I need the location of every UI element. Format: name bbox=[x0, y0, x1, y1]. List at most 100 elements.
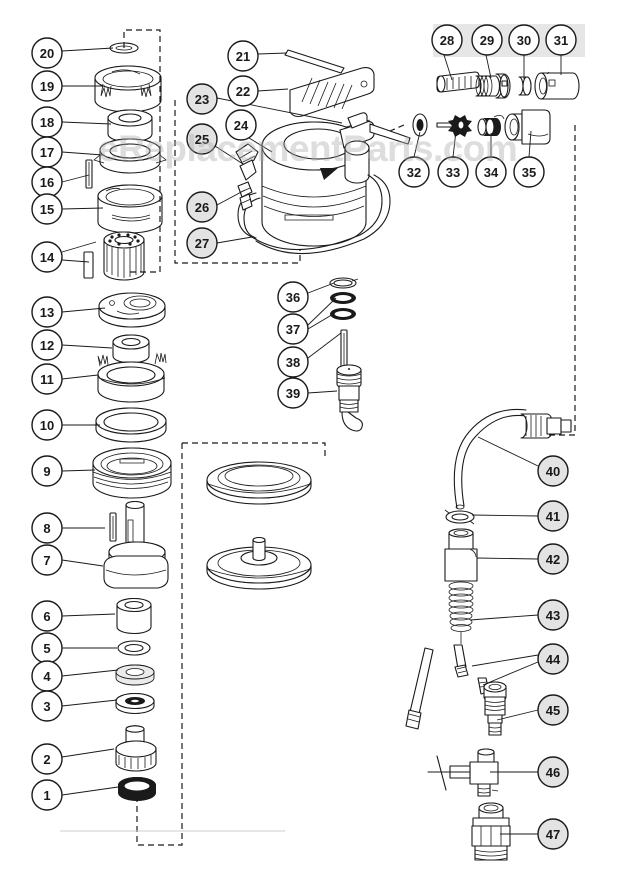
leader-line-21 bbox=[257, 52, 288, 55]
callout-circle-34[interactable] bbox=[475, 156, 507, 188]
leader-lines-layer bbox=[61, 47, 562, 835]
callout-38[interactable]: 38 bbox=[277, 346, 309, 378]
callout-10[interactable]: 10 bbox=[31, 409, 63, 441]
leader-line-42 bbox=[476, 557, 539, 560]
callout-circle-23[interactable] bbox=[186, 83, 218, 115]
callout-circle-46[interactable] bbox=[537, 756, 569, 788]
callout-circle-33[interactable] bbox=[437, 156, 469, 188]
dashed-group-center bbox=[174, 100, 301, 264]
part-art-17 bbox=[93, 138, 167, 174]
callout-43[interactable]: 43 bbox=[537, 599, 569, 631]
callout-35[interactable]: 35 bbox=[513, 156, 545, 188]
callout-31[interactable]: 31 bbox=[545, 24, 577, 56]
callout-5[interactable]: 5 bbox=[31, 632, 63, 664]
callout-30[interactable]: 30 bbox=[508, 24, 540, 56]
callout-46[interactable]: 46 bbox=[537, 756, 569, 788]
callout-circle-45[interactable] bbox=[537, 694, 569, 726]
callout-29[interactable]: 29 bbox=[471, 24, 503, 56]
callout-42[interactable]: 42 bbox=[537, 543, 569, 575]
callout-24[interactable]: 24 bbox=[225, 109, 257, 141]
callout-14[interactable]: 14 bbox=[31, 241, 63, 273]
callout-circle-38[interactable] bbox=[277, 346, 309, 378]
callout-circle-30[interactable] bbox=[508, 24, 540, 56]
part-art-6 bbox=[116, 597, 152, 635]
callout-circle-42[interactable] bbox=[537, 543, 569, 575]
callout-circle-12[interactable] bbox=[31, 329, 63, 361]
callout-circle-27[interactable] bbox=[186, 227, 218, 259]
callout-25[interactable]: 25 bbox=[186, 123, 218, 155]
callout-circle-1[interactable] bbox=[31, 779, 63, 811]
callout-12[interactable]: 12 bbox=[31, 329, 63, 361]
part-art-38 bbox=[340, 329, 348, 369]
callout-circle-3[interactable] bbox=[31, 690, 63, 722]
callout-circle-7[interactable] bbox=[31, 544, 63, 576]
callout-bubbles-layer[interactable]: 2019181716151413121110987654321212223242… bbox=[31, 24, 577, 850]
callout-circle-41[interactable] bbox=[537, 500, 569, 532]
callout-circle-44[interactable] bbox=[537, 643, 569, 675]
callout-circle-6[interactable] bbox=[31, 600, 63, 632]
callout-3[interactable]: 3 bbox=[31, 690, 63, 722]
leader-line-12 bbox=[61, 344, 113, 349]
callout-circle-15[interactable] bbox=[31, 193, 63, 225]
leader-line-36 bbox=[307, 282, 335, 294]
callout-45[interactable]: 45 bbox=[537, 694, 569, 726]
callout-20[interactable]: 20 bbox=[31, 37, 63, 69]
callout-23[interactable]: 23 bbox=[186, 83, 218, 115]
callout-37[interactable]: 37 bbox=[277, 313, 309, 345]
callout-circle-43[interactable] bbox=[537, 599, 569, 631]
callout-33[interactable]: 33 bbox=[437, 156, 469, 188]
callout-circle-19[interactable] bbox=[31, 70, 63, 102]
callout-circle-11[interactable] bbox=[31, 363, 63, 395]
callout-27[interactable]: 27 bbox=[186, 227, 218, 259]
callout-40[interactable]: 40 bbox=[537, 455, 569, 487]
callout-circle-32[interactable] bbox=[398, 156, 430, 188]
callout-circle-21[interactable] bbox=[227, 40, 259, 72]
callout-18[interactable]: 18 bbox=[31, 106, 63, 138]
callout-13[interactable]: 13 bbox=[31, 296, 63, 328]
callout-circle-14[interactable] bbox=[31, 241, 63, 273]
callout-36[interactable]: 36 bbox=[277, 281, 309, 313]
part-art-34 bbox=[477, 115, 505, 136]
callout-circle-40[interactable] bbox=[537, 455, 569, 487]
callout-21[interactable]: 21 bbox=[227, 40, 259, 72]
callout-39[interactable]: 39 bbox=[277, 377, 309, 409]
callout-circle-8[interactable] bbox=[31, 512, 63, 544]
callout-4[interactable]: 4 bbox=[31, 660, 63, 692]
callout-circle-10[interactable] bbox=[31, 409, 63, 441]
callout-9[interactable]: 9 bbox=[31, 455, 63, 487]
callout-1[interactable]: 1 bbox=[31, 779, 63, 811]
callout-47[interactable]: 47 bbox=[537, 818, 569, 850]
callout-28[interactable]: 28 bbox=[431, 24, 463, 56]
callout-circle-47[interactable] bbox=[537, 818, 569, 850]
callout-circle-9[interactable] bbox=[31, 455, 63, 487]
callout-circle-28[interactable] bbox=[431, 24, 463, 56]
callout-34[interactable]: 34 bbox=[475, 156, 507, 188]
callout-16[interactable]: 16 bbox=[31, 166, 63, 198]
callout-7[interactable]: 7 bbox=[31, 544, 63, 576]
callout-circle-39[interactable] bbox=[277, 377, 309, 409]
callout-circle-26[interactable] bbox=[186, 191, 218, 223]
callout-19[interactable]: 19 bbox=[31, 70, 63, 102]
callout-32[interactable]: 32 bbox=[398, 156, 430, 188]
callout-41[interactable]: 41 bbox=[537, 500, 569, 532]
callout-circle-24[interactable] bbox=[225, 109, 257, 141]
callout-circle-36[interactable] bbox=[277, 281, 309, 313]
callout-15[interactable]: 15 bbox=[31, 193, 63, 225]
callout-2[interactable]: 2 bbox=[31, 743, 63, 775]
callout-circle-35[interactable] bbox=[513, 156, 545, 188]
callout-circle-13[interactable] bbox=[31, 296, 63, 328]
callout-circle-37[interactable] bbox=[277, 313, 309, 345]
callout-11[interactable]: 11 bbox=[31, 363, 63, 395]
callout-circle-20[interactable] bbox=[31, 37, 63, 69]
callout-circle-2[interactable] bbox=[31, 743, 63, 775]
callout-44[interactable]: 44 bbox=[537, 643, 569, 675]
callout-26[interactable]: 26 bbox=[186, 191, 218, 223]
callout-8[interactable]: 8 bbox=[31, 512, 63, 544]
callout-circle-31[interactable] bbox=[545, 24, 577, 56]
callout-6[interactable]: 6 bbox=[31, 600, 63, 632]
callout-circle-29[interactable] bbox=[471, 24, 503, 56]
callout-circle-25[interactable] bbox=[186, 123, 218, 155]
callout-17[interactable]: 17 bbox=[31, 136, 63, 168]
callout-22[interactable]: 22 bbox=[227, 75, 259, 107]
callout-circle-22[interactable] bbox=[227, 75, 259, 107]
